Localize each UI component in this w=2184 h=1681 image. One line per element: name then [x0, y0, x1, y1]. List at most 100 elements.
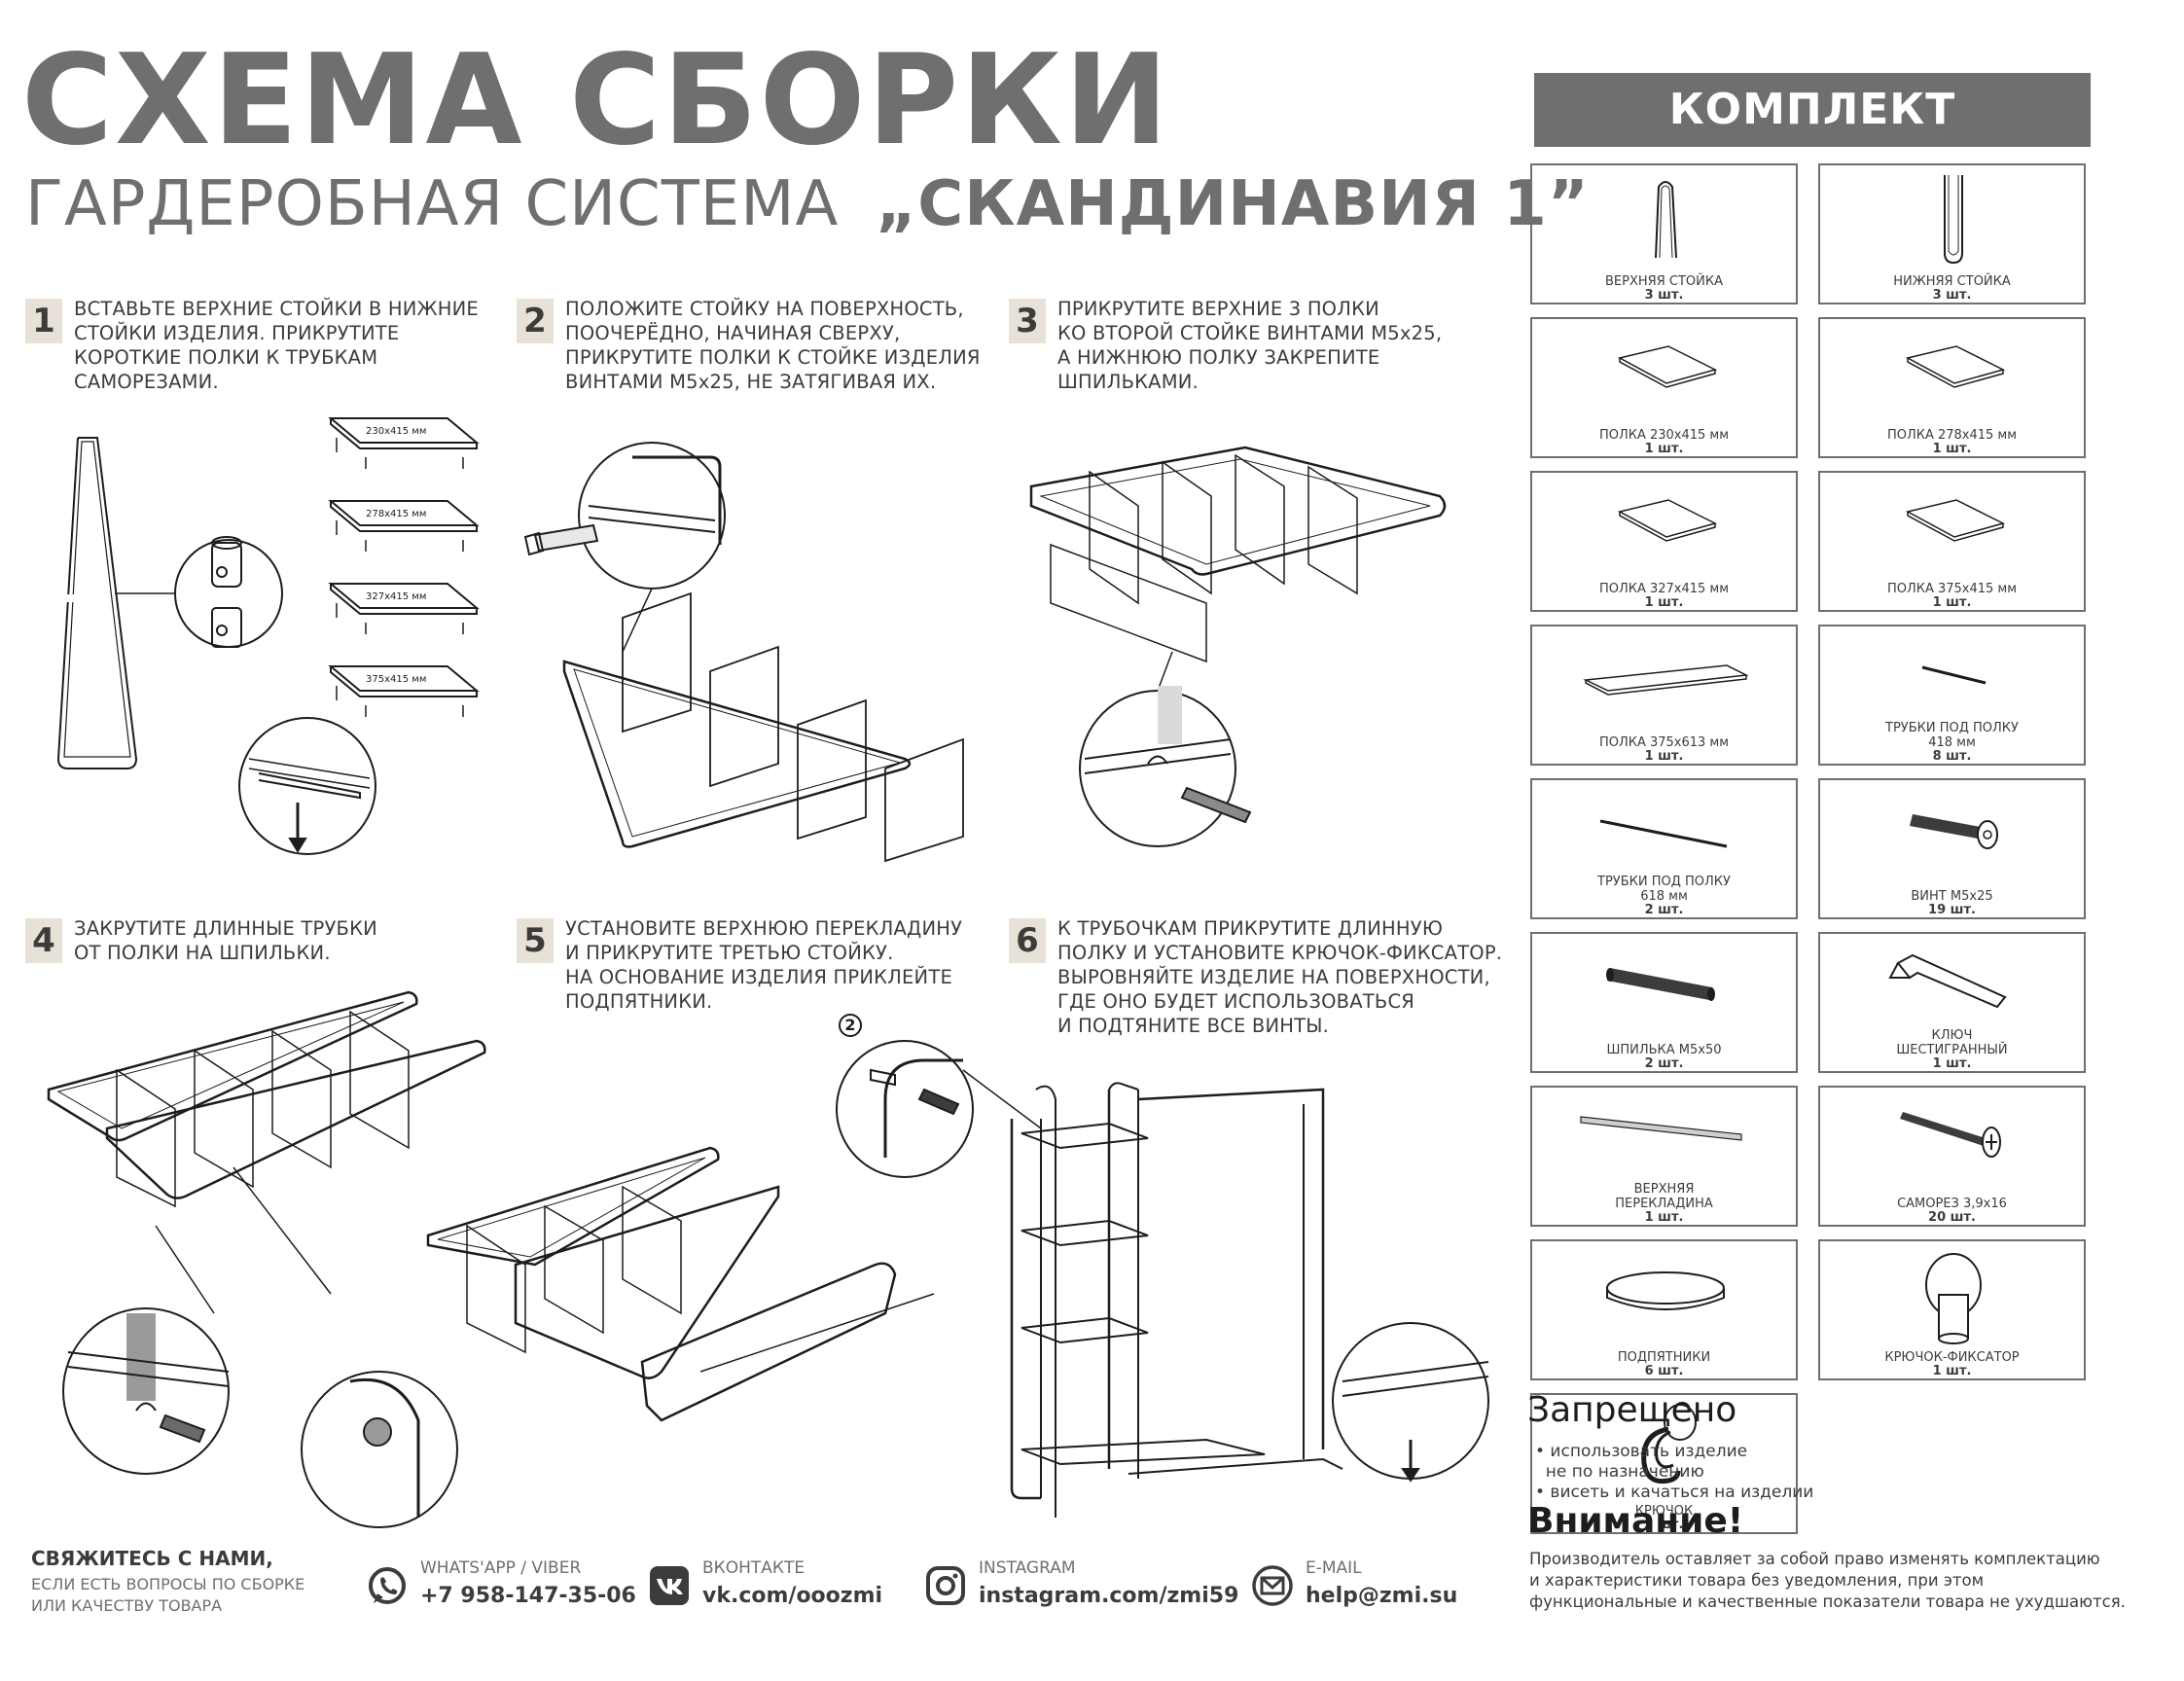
attention-line: Производитель оставляет за собой право и…: [1529, 1550, 2100, 1568]
kit-item-qty: 1 шт.: [1644, 595, 1684, 610]
kit-item-label-line: ВЕРХНЯЯ СТОЙКА: [1605, 274, 1723, 289]
kit-item-label: КРЮЧОК: [1532, 1504, 1796, 1519]
step-line: НА ОСНОВАНИЕ ИЗДЕЛИЯ ПРИКЛЕЙТЕ: [565, 966, 952, 988]
attention-title: Внимание!: [1527, 1501, 1744, 1541]
kit-item-label: ВИНТ М5х25: [1820, 889, 2084, 904]
step-number: 2: [517, 299, 554, 343]
step-number: 1: [25, 299, 62, 343]
step-line: СТОЙКИ ИЗДЕЛИЯ. ПРИКРУТИТЕ: [74, 322, 400, 344]
attention-line: функциональные и качественные показатели…: [1529, 1592, 2126, 1611]
kit-item-label: КРЮЧОК-ФИКСАТОР: [1820, 1350, 2084, 1365]
kit-item-label-line: ПЕРЕКЛАДИНА: [1615, 1197, 1713, 1211]
step-1-illustration: 230х415 мм 278х415 мм 327х415 мм 375х415…: [39, 399, 496, 866]
kit-item-label: ШПИЛЬКА М5х50: [1532, 1043, 1796, 1057]
step-line: И ПОДТЯНИТЕ ВСЕ ВИНТЫ.: [1057, 1015, 1330, 1037]
detail-magnifier: [62, 1307, 230, 1475]
forbidden-item: • висеть и качаться на изделии: [1535, 1483, 1814, 1502]
kit-item-label-line: ВИНТ М5х25: [1911, 889, 1993, 904]
contact-label: ВКОНТАКТЕ: [702, 1558, 806, 1578]
shelf-icon: [1617, 345, 1718, 388]
shelf-icon: [1617, 499, 1718, 542]
kit-item-label: САМОРЕЗ 3,9х16: [1820, 1197, 2084, 1211]
contact-label: WHATS'APP / VIBER: [420, 1558, 582, 1578]
step-line: ПРИКРУТИТЕ ПОЛКИ К СТОЙКЕ ИЗДЕЛИЯ: [565, 346, 981, 369]
kit-item-label: ПОЛКА 327х415 мм: [1532, 582, 1796, 596]
kit-item-label-line: НИЖНЯЯ СТОЙКА: [1893, 274, 2011, 289]
product-name: „СКАНДИНАВИЯ 1”: [876, 168, 1590, 240]
kit-item-label: ВЕРХНЯЯ СТОЙКА: [1532, 274, 1796, 289]
contact-value[interactable]: help@zmi.su: [1306, 1584, 1458, 1608]
callout-number: 2: [839, 1014, 862, 1037]
kit-item-label-line: КЛЮЧ: [1931, 1028, 1973, 1043]
contact-label: INSTAGRAM: [979, 1558, 1076, 1578]
kit-item-qty: 8 шт.: [1932, 749, 1972, 764]
step-text: ЗАКРУТИТЕ ДЛИННЫЕ ТРУБКИ ОТ ПОЛКИ НА ШПИ…: [74, 916, 377, 965]
forbidden-list: • использовать изделие не по назначению …: [1535, 1442, 1813, 1503]
kit-item-label-line: ПОЛКА 327х415 мм: [1598, 582, 1730, 596]
kit-item-label-line: ПОДПЯТНИКИ: [1617, 1350, 1711, 1365]
forbidden-item: • использовать изделие: [1535, 1442, 1748, 1461]
kit-item-label: НИЖНЯЯ СТОЙКА: [1820, 274, 2084, 289]
kit-item-label-line: ТРУБКИ ПОД ПОЛКУ: [1597, 875, 1731, 889]
hook-latch-icon: [1925, 1253, 1982, 1344]
long-tube-icon: [1599, 819, 1728, 848]
step-line: КО ВТОРОЙ СТОЙКЕ ВИНТАМИ М5х25,: [1057, 322, 1443, 344]
stud-icon: [1606, 968, 1715, 1001]
kit-item-label-line: КРЮЧОК: [1634, 1504, 1694, 1519]
kit-item-label-line: ПОЛКА 375х613 мм: [1598, 735, 1730, 750]
kit-item-label: ПОЛКА 278х415 мм: [1820, 428, 2084, 443]
post-outline: [56, 437, 138, 769]
contact-value[interactable]: vk.com/ooozmi: [702, 1584, 883, 1608]
kit-item-qty: 1 шт.: [1644, 442, 1684, 456]
kit-item-label-line: ВЕРХНЯЯ: [1633, 1182, 1695, 1197]
kit-item-label-line: КРЮЧОК-ФИКСАТОР: [1884, 1350, 2020, 1365]
step-text: ПРИКРУТИТЕ ВЕРХНИЕ 3 ПОЛКИ КО ВТОРОЙ СТО…: [1057, 297, 1442, 394]
contact-subtitle-line: ЕСЛИ ЕСТЬ ВОПРОСЫ ПО СБОРКЕ: [31, 1575, 305, 1593]
detail-magnifier: [578, 442, 726, 590]
kit-item-label-line: ПОЛКА 278х415 мм: [1886, 428, 2018, 443]
contact-value[interactable]: +7 958-147-35-06: [420, 1584, 636, 1608]
step-line: КОРОТКИЕ ПОЛКИ К ТРУБКАМ: [74, 346, 378, 369]
kit-item-qty: 1 шт.: [1932, 595, 1972, 610]
upper-post-icon: [1655, 181, 1677, 259]
kit-item-qty: 1 шт.: [1644, 749, 1684, 764]
step-line: ГДЕ ОНО БУДЕТ ИСПОЛЬЗОВАТЬСЯ: [1057, 990, 1415, 1013]
kit-item-label-line: 418 мм: [1928, 735, 1976, 750]
subtitle-text: ГАРДЕРОБНАЯ СИСТЕМА: [25, 168, 840, 240]
kit-item-label-line: ПОЛКА 230х415 мм: [1598, 428, 1730, 443]
step-line: ПОЛОЖИТЕ СТОЙКУ НА ПОВЕРХНОСТЬ,: [565, 298, 964, 320]
forbidden-item: не по назначению: [1535, 1462, 1704, 1482]
kit-item-qty: 1 шт.: [1644, 1210, 1684, 1225]
kit-item-label: ПОДПЯТНИКИ: [1532, 1350, 1796, 1365]
contact-label: E-MAIL: [1306, 1558, 1362, 1578]
shelf-stack: [328, 417, 480, 697]
shelf-size-label: 230х415 мм: [366, 426, 427, 437]
kit-item-qty: 2 шт.: [1644, 1056, 1684, 1071]
kit-item-qty: 6 шт.: [1644, 1364, 1684, 1378]
step-line: ОТ ПОЛКИ НА ШПИЛЬКИ.: [74, 942, 331, 964]
step-line: ВЫРОВНЯЙТЕ ИЗДЕЛИЕ НА ПОВЕРХНОСТИ,: [1057, 966, 1490, 988]
kit-item-label: ПОЛКА 375х415 мм: [1820, 582, 2084, 596]
shelf-size-label: 278х415 мм: [366, 509, 427, 519]
shelf-size-label: 375х415 мм: [366, 674, 427, 685]
kit-item-qty: 19 шт.: [1928, 903, 1976, 917]
step-text: К ТРУБОЧКАМ ПРИКРУТИТЕ ДЛИННУЮ ПОЛКУ И У…: [1057, 916, 1502, 1038]
kit-item-qty: 3 шт.: [1932, 288, 1972, 303]
contact-value[interactable]: instagram.com/zmi59: [979, 1584, 1239, 1608]
kit-item-qty: 3 шт.: [1644, 288, 1684, 303]
step-2-illustration: [516, 428, 992, 876]
step-line: А НИЖНЮЮ ПОЛКУ ЗАКРЕПИТЕ: [1057, 346, 1380, 369]
